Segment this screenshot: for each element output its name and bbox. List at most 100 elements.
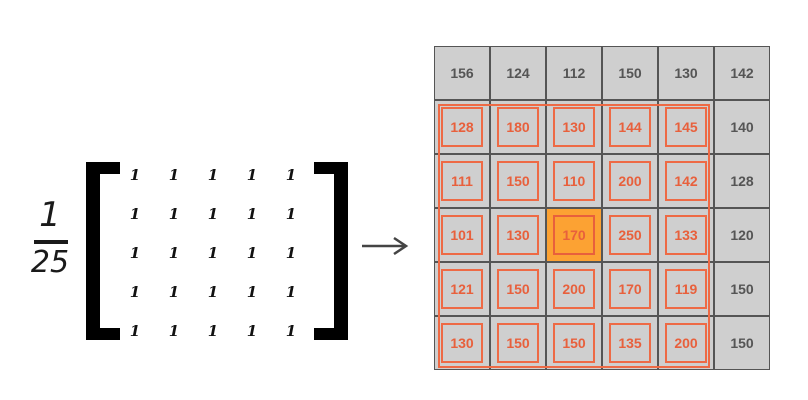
window-cell-outline — [665, 269, 707, 309]
window-pixel-cell: 145 — [658, 100, 714, 154]
window-pixel-cell: 130 — [546, 100, 602, 154]
kernel-cell: 1 — [168, 205, 180, 223]
pixel-value: 144 — [618, 119, 642, 135]
window-cell-outline — [609, 161, 651, 201]
pixel-value: 150 — [562, 335, 586, 351]
window-cell-outline — [441, 269, 483, 309]
pixel-value: 200 — [562, 281, 586, 297]
pixel-value: 120 — [730, 227, 754, 243]
center-pixel-cell: 170 — [546, 208, 602, 262]
window-pixel-cell: 130 — [434, 316, 490, 370]
window-cell-outline — [665, 323, 707, 363]
pixel-value: 111 — [451, 173, 473, 189]
pixel-value: 140 — [730, 119, 754, 135]
window-pixel-cell: 128 — [434, 100, 490, 154]
pixel-cell: 150 — [602, 46, 658, 100]
pixel-cell: 150 — [714, 316, 770, 370]
kernel-cell: 1 — [129, 205, 141, 223]
pixel-value: 142 — [674, 173, 698, 189]
kernel-cell: 1 — [207, 205, 219, 223]
window-cell-outline — [553, 161, 595, 201]
pixel-value: 128 — [730, 173, 754, 189]
window-cell-outline — [609, 323, 651, 363]
kernel-cell: 1 — [285, 244, 297, 262]
window-cell-outline — [665, 161, 707, 201]
window-cell-outline — [441, 107, 483, 147]
window-cell-outline — [553, 107, 595, 147]
pixel-value: 156 — [450, 65, 474, 81]
pixel-cell: 128 — [714, 154, 770, 208]
window-pixel-cell: 170 — [602, 262, 658, 316]
window-pixel-cell: 133 — [658, 208, 714, 262]
pixel-value: 121 — [450, 281, 474, 297]
kernel-cell: 1 — [129, 244, 141, 262]
kernel-cell: 1 — [246, 283, 258, 301]
window-pixel-cell: 121 — [434, 262, 490, 316]
window-cell-outline — [609, 215, 651, 255]
window-cell-outline — [441, 215, 483, 255]
window-cell-outline — [497, 107, 539, 147]
window-pixel-cell: 119 — [658, 262, 714, 316]
kernel-cell: 1 — [168, 322, 180, 340]
kernel-cell: 1 — [285, 166, 297, 184]
pixel-value: 119 — [674, 281, 698, 297]
window-cell-outline — [553, 323, 595, 363]
window-pixel-cell: 142 — [658, 154, 714, 208]
pixel-cell: 156 — [434, 46, 490, 100]
window-cell-outline — [497, 323, 539, 363]
window-cell-outline — [497, 215, 539, 255]
kernel-cell: 1 — [246, 322, 258, 340]
window-pixel-cell: 200 — [546, 262, 602, 316]
kernel-cell: 1 — [285, 322, 297, 340]
window-pixel-cell: 144 — [602, 100, 658, 154]
pixel-value: 200 — [674, 335, 698, 351]
fraction-bar — [34, 240, 68, 244]
window-cell-outline — [497, 161, 539, 201]
kernel-cell: 1 — [207, 166, 219, 184]
kernel-cell: 1 — [207, 322, 219, 340]
right-bracket — [314, 162, 348, 340]
pixel-value: 133 — [674, 227, 698, 243]
pixel-cell: 142 — [714, 46, 770, 100]
pixel-value: 150 — [730, 335, 754, 351]
window-cell-outline — [665, 215, 707, 255]
window-cell-outline — [553, 269, 595, 309]
window-cell-outline — [609, 107, 651, 147]
kernel-cell: 1 — [285, 205, 297, 223]
kernel-cell: 1 — [168, 166, 180, 184]
kernel-cell: 1 — [207, 244, 219, 262]
fraction-denominator: 25 — [30, 245, 70, 280]
pixel-value: 170 — [562, 227, 586, 243]
pixel-value: 130 — [450, 335, 474, 351]
pixel-value: 150 — [618, 65, 642, 81]
pixel-value: 150 — [730, 281, 754, 297]
pixel-value: 112 — [562, 65, 586, 81]
pixel-cell: 150 — [714, 262, 770, 316]
pixel-value: 150 — [506, 281, 530, 297]
kernel-cell: 1 — [246, 166, 258, 184]
pixel-value: 170 — [618, 281, 642, 297]
window-pixel-cell: 200 — [602, 154, 658, 208]
window-cell-outline — [665, 107, 707, 147]
pixel-value: 130 — [506, 227, 530, 243]
pixel-value: 200 — [618, 173, 642, 189]
window-pixel-cell: 150 — [490, 262, 546, 316]
pixel-value: 150 — [506, 335, 530, 351]
kernel-cell: 1 — [129, 283, 141, 301]
fraction-numerator: 1 — [39, 195, 61, 235]
kernel-cell: 1 — [285, 283, 297, 301]
pixel-value: 110 — [562, 173, 586, 189]
kernel-cell: 1 — [246, 205, 258, 223]
window-pixel-cell: 180 — [490, 100, 546, 154]
kernel-cell: 1 — [246, 244, 258, 262]
arrow-right-icon — [362, 236, 409, 256]
pixel-cell: 120 — [714, 208, 770, 262]
kernel-cell: 1 — [207, 283, 219, 301]
window-pixel-cell: 135 — [602, 316, 658, 370]
pixel-value: 142 — [730, 65, 754, 81]
window-pixel-cell: 130 — [490, 208, 546, 262]
pixel-value: 101 — [450, 227, 474, 243]
